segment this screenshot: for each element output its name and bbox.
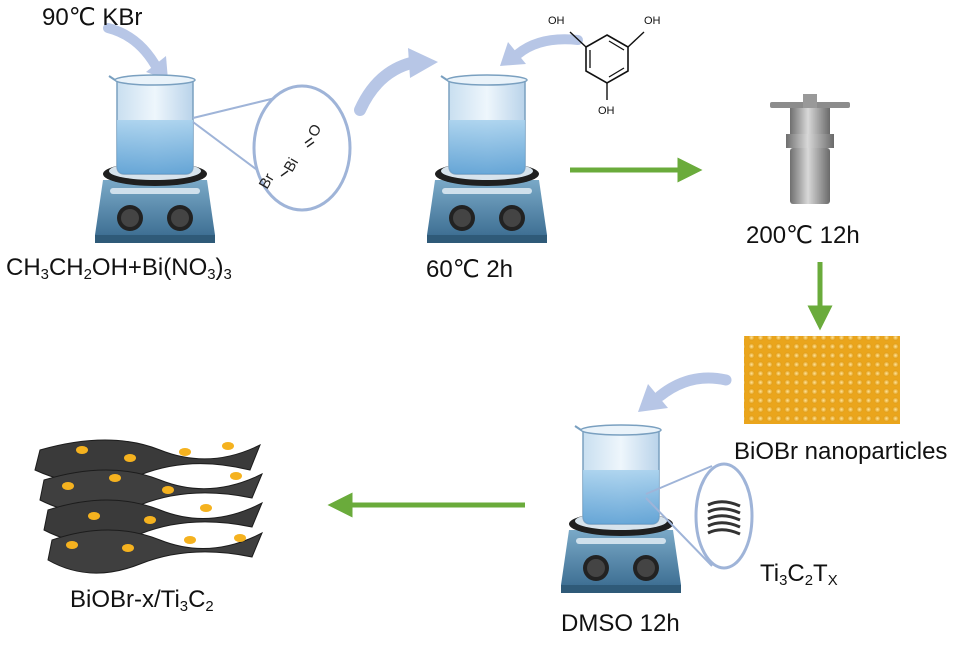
stirrer-3 [560,424,682,594]
curved-arrow-transfer [354,56,421,116]
curved-arrow-transfer-head [408,48,438,78]
curved-arrow-nanoparticles-head [638,384,668,412]
oh-label-bottom: OH [598,105,615,117]
step1-conditions-label: 90℃ KBr [42,4,143,31]
curved-arrow-kbr-head [146,56,168,80]
stirrer-2 [426,74,548,244]
product-label: BiOBr-x/Ti3C2 [70,586,214,616]
curved-arrow-phloroglucinol-head [500,42,526,66]
phloroglucinol-structure: OH OH OH [548,15,661,117]
step4-label: BiOBr nanoparticles [734,438,948,465]
curved-arrow-phloroglucinol [513,34,583,59]
stirrer-1 [94,74,216,244]
step2-label: 60℃ 2h [426,256,514,283]
step3-label: 200℃ 12h [746,222,860,249]
autoclave [770,94,850,204]
br-atom-label: Br [256,171,278,192]
curved-arrow-nanoparticles [654,372,732,402]
mxene-zoom [645,462,754,570]
step1-reagents-label: CH3CH2OH+Bi(NO3)3 [6,254,232,284]
curved-arrow-kbr [103,23,163,75]
bioBr-zoom: Br Bi O [192,84,352,212]
step5-label: DMSO 12h [561,610,680,637]
product-structure [34,439,263,574]
mxene-label: Ti3C2TX [760,560,838,590]
bioBr-nanoparticles [744,336,900,424]
oh-label-left: OH [548,15,565,27]
oh-label-right: OH [644,15,661,27]
